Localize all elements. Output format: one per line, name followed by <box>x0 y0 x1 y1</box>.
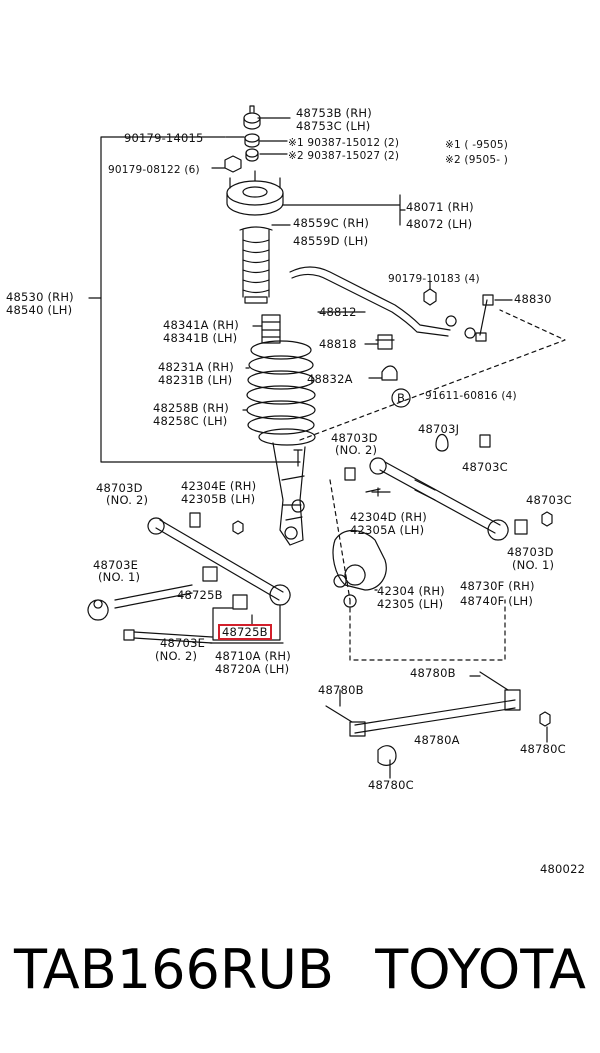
part-label: 48753C (LH) <box>296 119 371 133</box>
part-label: (NO. 2) <box>155 649 198 663</box>
bushings <box>87 433 553 641</box>
part-label: 42305A (LH) <box>350 523 425 537</box>
brand-name: TOYOTA <box>375 938 586 1001</box>
part-label: 48780C <box>520 742 566 756</box>
part-label: 42304 (RH) <box>377 584 445 598</box>
part-label: 48720A (LH) <box>215 662 290 676</box>
dust-boot <box>239 224 291 304</box>
coil-spring <box>242 340 316 435</box>
part-label: 48780C <box>368 778 414 792</box>
part-label: 90179-10183 (4) <box>388 273 480 285</box>
part-label: 48780B <box>410 666 456 680</box>
part-label: 48730F (RH) <box>460 579 535 593</box>
part-label: 48703J <box>418 422 460 436</box>
part-label: 48071 (RH) <box>406 200 474 214</box>
part-label: 48703D <box>507 545 554 559</box>
strut-assembly-bracket <box>88 136 301 463</box>
part-label: 48703C <box>526 493 572 507</box>
diagram-artwork <box>87 105 566 779</box>
part-label: 48753B (RH) <box>296 106 372 120</box>
strut-body <box>258 428 316 546</box>
bolts <box>293 449 391 497</box>
upper-support-plate <box>226 170 406 226</box>
part-label: 48703E <box>160 636 206 650</box>
part-label: 42304D (RH) <box>350 510 427 524</box>
dashed-outline <box>299 309 566 661</box>
stabilizer-bar <box>289 266 457 381</box>
part-label: 48710A (RH) <box>215 649 291 663</box>
part-label: 48830 <box>514 292 552 306</box>
part-label: (NO. 2) <box>106 493 149 507</box>
part-label: 48740F (LH) <box>460 594 534 608</box>
part-label: 48703E <box>93 558 139 572</box>
part-label: 48703D <box>96 481 143 495</box>
part-label: ※1 90387-15012 (2) <box>288 137 400 149</box>
part-label: ※1 ( -9505) <box>445 139 509 151</box>
part-label: 48530 (RH) <box>6 290 74 304</box>
part-label: 48703D <box>331 431 378 445</box>
part-label: 90179-08122 (6) <box>108 164 200 176</box>
part-label: 48832A <box>307 372 353 386</box>
circled-marker-ring <box>391 388 411 408</box>
highlighted-part-label: 48725B <box>218 624 272 640</box>
bump-stopper <box>252 314 281 344</box>
part-label: ※2 90387-15027 (2) <box>288 150 400 162</box>
parts-diagram: 48753B (RH)48753C (LH) 90179-14015 ※1 9038… <box>6 105 586 876</box>
part-label: 48540 (LH) <box>6 303 73 317</box>
part-label: 48780A <box>414 733 460 747</box>
part-label: 48780B <box>318 683 364 697</box>
part-label: (NO. 1) <box>512 558 555 572</box>
part-label: 48341B (LH) <box>163 331 238 345</box>
part-label: 48231A (RH) <box>158 360 234 374</box>
circled-marker-label: B <box>397 391 406 405</box>
part-label: 48072 (LH) <box>406 217 473 231</box>
part-label: 48231B (LH) <box>158 373 233 387</box>
rear-axle-carrier <box>332 530 387 608</box>
part-label: 48258B (RH) <box>153 401 229 415</box>
part-label: 90179-14015 <box>124 131 204 145</box>
part-label: 48725B <box>177 588 223 602</box>
upper-mount-parts <box>211 105 291 173</box>
footer-banner: TAB166RUB TOYOTA <box>0 930 600 1030</box>
stabilizer-link <box>464 294 513 342</box>
lower-control-arm <box>114 517 291 644</box>
part-label: 42305B (LH) <box>181 492 256 506</box>
part-number: TAB166RUB <box>14 938 334 1001</box>
part-label: (NO. 1) <box>98 570 141 584</box>
part-label: 480022 <box>540 862 586 876</box>
part-label: ※2 (9505- ) <box>445 154 509 166</box>
part-label: 48559D (LH) <box>293 234 369 248</box>
part-label: 48812 <box>319 305 357 319</box>
part-label: 48818 <box>319 337 357 351</box>
part-label: 48341A (RH) <box>163 318 239 332</box>
part-label: 48559C (RH) <box>293 216 370 230</box>
lateral-link-no2 <box>365 457 509 541</box>
part-label: 48258C (LH) <box>153 414 228 428</box>
part-label: (NO. 2) <box>335 443 378 457</box>
part-label: 48703C <box>462 460 508 474</box>
part-label: 42305 (LH) <box>377 597 444 611</box>
part-label: 42304E (RH) <box>181 479 257 493</box>
strut-rod <box>325 671 551 779</box>
part-label: 91611-60816 (4) <box>425 390 517 402</box>
